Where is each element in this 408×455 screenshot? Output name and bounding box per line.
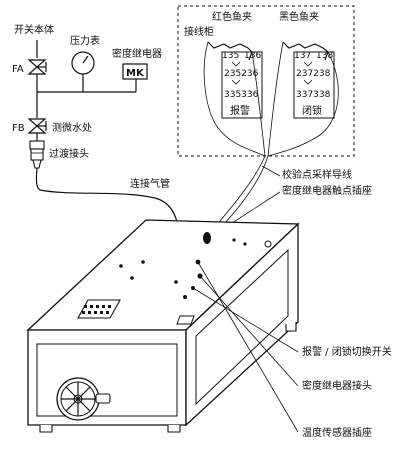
terminal-box: 红色鱼夹 黑色鱼夹 接线柜 135 136 235236 335336 报警 1… xyxy=(177,5,355,157)
terminal-337-338: 337338 xyxy=(296,90,331,100)
lockout-label: 闭锁 xyxy=(302,104,322,117)
lockout-contact-switch-2 xyxy=(303,79,313,85)
pressure-gauge-needle xyxy=(82,55,89,64)
keypad-key[interactable] xyxy=(102,305,105,308)
handwheel-handle[interactable] xyxy=(95,393,111,404)
keypad-key[interactable] xyxy=(100,311,103,314)
keypad-key[interactable] xyxy=(88,311,91,314)
red-clip-label: 红色鱼夹 xyxy=(212,10,252,23)
black-clip-label: 黑色鱼夹 xyxy=(279,10,319,23)
handwheel-spoke xyxy=(65,386,91,412)
foot-front-left xyxy=(39,425,53,433)
lockout-contact-block xyxy=(293,51,335,119)
transition-joint-tip xyxy=(32,159,42,169)
sampling-wire-pointer xyxy=(261,165,281,177)
temp-socket-label: 温度传感器插座 xyxy=(302,426,372,439)
black-lead-inner xyxy=(267,41,284,157)
instrument-front-panel xyxy=(36,343,178,417)
instrument-side-panel xyxy=(195,248,289,406)
keypad-key[interactable] xyxy=(84,305,87,308)
keypad-key[interactable] xyxy=(108,305,111,308)
top-dot-icon xyxy=(174,280,178,284)
valve-fa-icon xyxy=(27,59,47,75)
top-dot-icon xyxy=(130,276,134,280)
top-dot-icon xyxy=(243,242,247,246)
relay-joint-pointer xyxy=(199,275,299,387)
black-lead-outer xyxy=(267,51,339,157)
terminal-box-label: 接线柜 xyxy=(184,25,214,38)
keypad-key[interactable] xyxy=(90,305,93,308)
terminal-235-236: 235236 xyxy=(224,69,259,79)
top-dot-icon xyxy=(141,260,145,264)
alarm-contact-block xyxy=(221,51,263,119)
top-dot-icon xyxy=(183,295,187,299)
gas-piping-schematic: 开关本体 FA 压力表 密度继电器 MK FB 测微水处 过渡接头 xyxy=(12,23,199,279)
terminal-135: 135 xyxy=(222,51,239,61)
toggle-switch-pointer xyxy=(192,287,299,353)
temp-socket-pointer xyxy=(197,261,299,433)
red-lead-outer xyxy=(203,41,266,157)
terminal-138: 138 xyxy=(316,51,333,61)
red-lead-inner xyxy=(251,51,266,157)
keypad-key[interactable] xyxy=(94,311,97,314)
alarm-label: 报警 xyxy=(230,104,250,117)
top-socket-icon[interactable] xyxy=(264,240,272,248)
alarm-contact-switch-1 xyxy=(231,61,241,67)
keypad-key[interactable] xyxy=(106,311,109,314)
keypad-key[interactable] xyxy=(82,311,85,314)
toggle-switch-label: 报警 / 闭锁切换开关 xyxy=(302,345,392,358)
keypad-key[interactable] xyxy=(96,305,99,308)
label-plate xyxy=(176,315,195,325)
alarm-contact-switch-2 xyxy=(231,79,241,85)
top-dot-icon xyxy=(119,264,123,268)
test-instrument-box xyxy=(26,219,300,433)
instrument-side-face xyxy=(185,222,299,427)
sampling-wire-label: 校验点采样导线 xyxy=(282,168,352,181)
valve-fb-label: FB xyxy=(12,123,25,134)
contact-socket-icon[interactable] xyxy=(203,232,211,244)
terminal-237-238: 237238 xyxy=(296,69,331,79)
density-relay-mk-text: MK xyxy=(126,68,145,79)
valve-fa-label: FA xyxy=(12,64,24,75)
connecting-pipe-label: 连接气管 xyxy=(130,177,170,190)
pressure-gauge-label: 压力表 xyxy=(70,34,100,47)
valve-fb-icon xyxy=(27,118,47,134)
contact-socket-label: 密度继电器触点插座 xyxy=(282,184,372,197)
density-relay-box xyxy=(122,63,148,80)
red-clip-icon xyxy=(207,41,253,61)
top-dot-icon xyxy=(232,238,236,242)
foot-back-right xyxy=(285,322,297,332)
transition-joint-label: 过渡接头 xyxy=(49,147,89,160)
terminal-335-336: 335336 xyxy=(224,90,259,100)
foot-front-right xyxy=(167,425,181,433)
lockout-contact-switch-1 xyxy=(303,61,313,67)
terminal-137: 137 xyxy=(294,51,311,61)
measure-point-label: 测微水处 xyxy=(52,121,92,134)
transition-joint-nut xyxy=(29,140,45,150)
terminal-box-frame xyxy=(177,5,355,157)
density-relay-label: 密度继电器 xyxy=(112,47,162,60)
transition-joint-body xyxy=(30,148,44,161)
relay-joint-label: 密度继电器接头 xyxy=(302,379,372,392)
keypad-buttons xyxy=(82,305,111,314)
black-clip-icon xyxy=(282,41,329,61)
switch-body-label: 开关本体 xyxy=(14,23,54,36)
